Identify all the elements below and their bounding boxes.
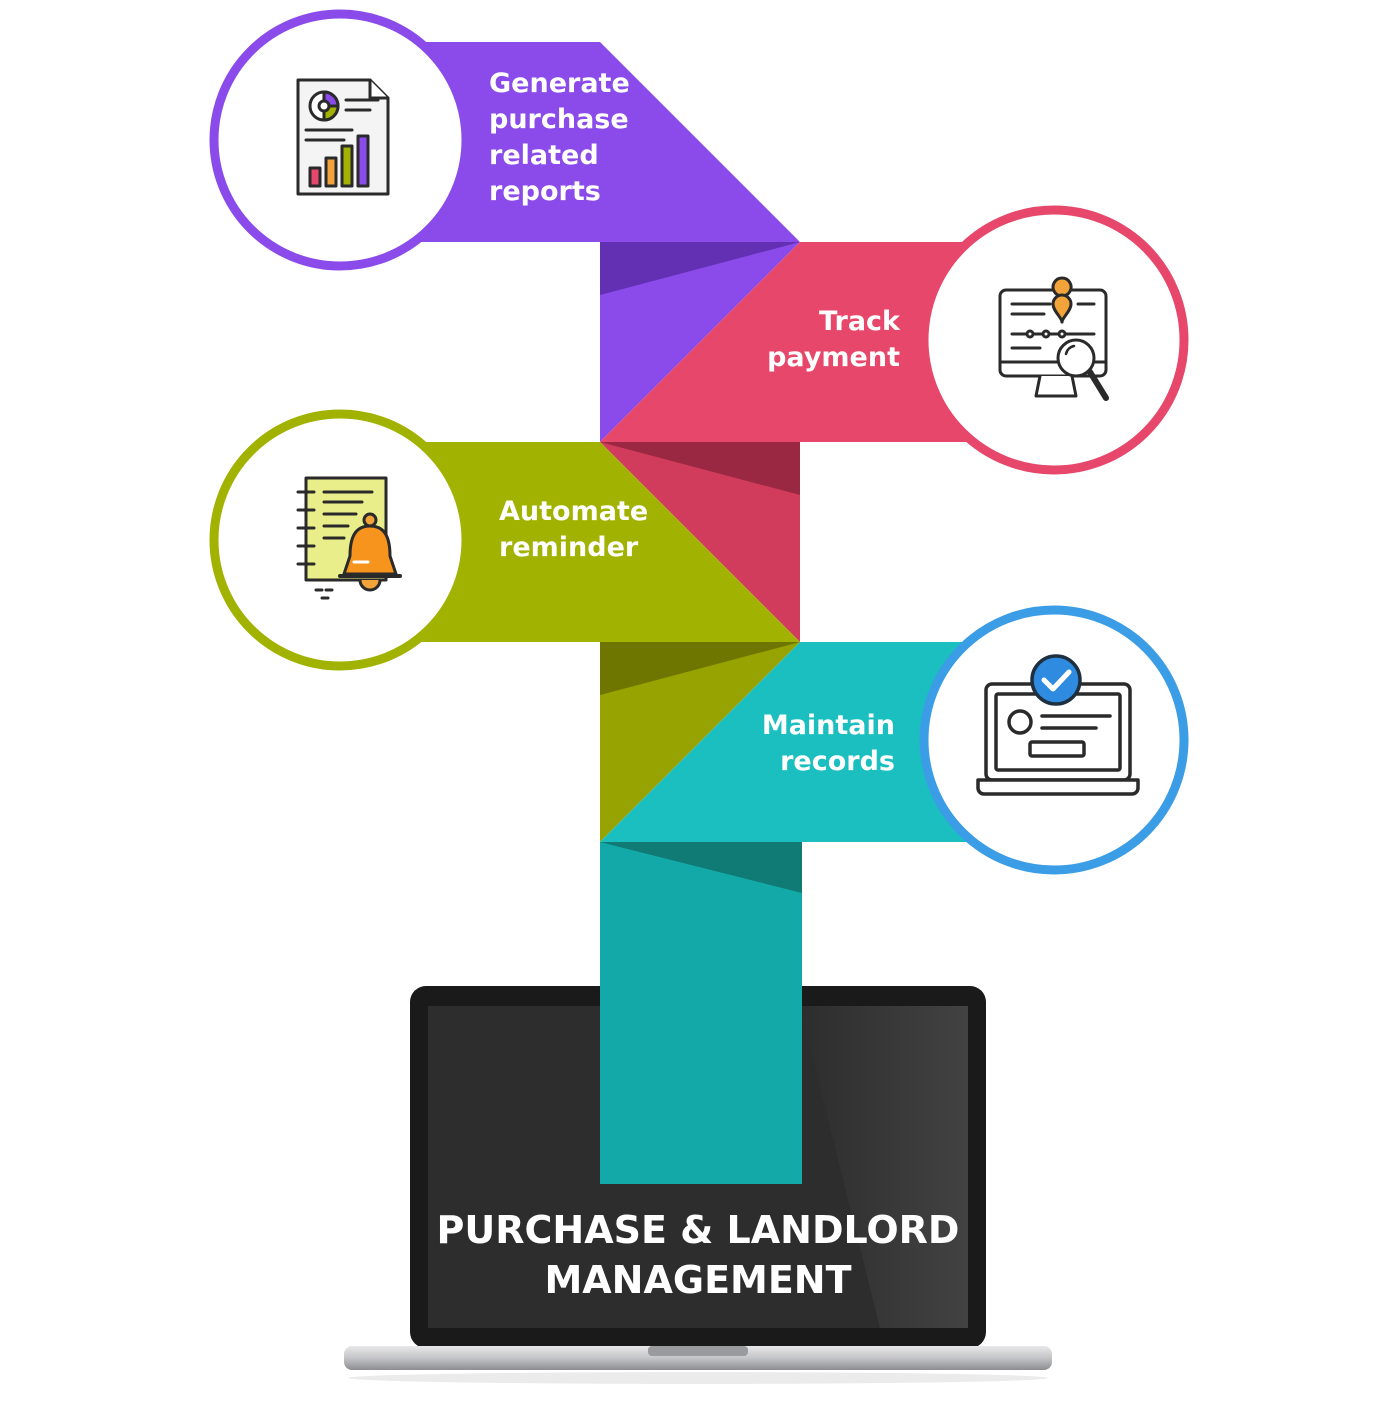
feature-label-line: records [780,746,895,777]
feature-label-payment: Track payment [740,304,900,376]
feature-label-line: Maintain [761,710,895,741]
laptop-records-icon [976,654,1140,796]
ribbon-olive-shadow [600,642,800,695]
reminder-bell-icon [296,476,402,600]
page-title-line-1: PURCHASE & LANDLORD [436,1208,960,1252]
ribbon-pink-shadow [600,442,800,495]
ribbon-purple-shadow [600,242,800,295]
report-chart-icon [296,78,390,196]
payment-search-icon [998,276,1109,401]
laptop-notch [648,1346,748,1356]
feature-label-line: Track [819,306,900,337]
feature-label-line: related [489,140,599,171]
feature-label-reports: Generate purchase related reports [489,66,630,210]
ribbon-teal-shadow [600,842,802,893]
feature-label-line: payment [767,342,900,373]
laptop-screen-glare [800,1006,968,1328]
ribbon-teal-trunk [600,842,802,1184]
laptop-base [344,1346,1052,1370]
laptop-shadow [348,1372,1048,1384]
feature-label-reminder: Automate reminder [499,494,648,566]
feature-label-records: Maintain records [730,708,895,780]
feature-label-line: purchase [489,104,629,135]
feature-label-line: reports [489,176,601,207]
page-title-line-2: MANAGEMENT [544,1258,852,1302]
feature-label-line: Generate [489,68,630,99]
feature-label-line: reminder [499,532,639,563]
page-title: PURCHASE & LANDLORD MANAGEMENT [430,1205,966,1305]
feature-label-line: Automate [499,496,649,527]
